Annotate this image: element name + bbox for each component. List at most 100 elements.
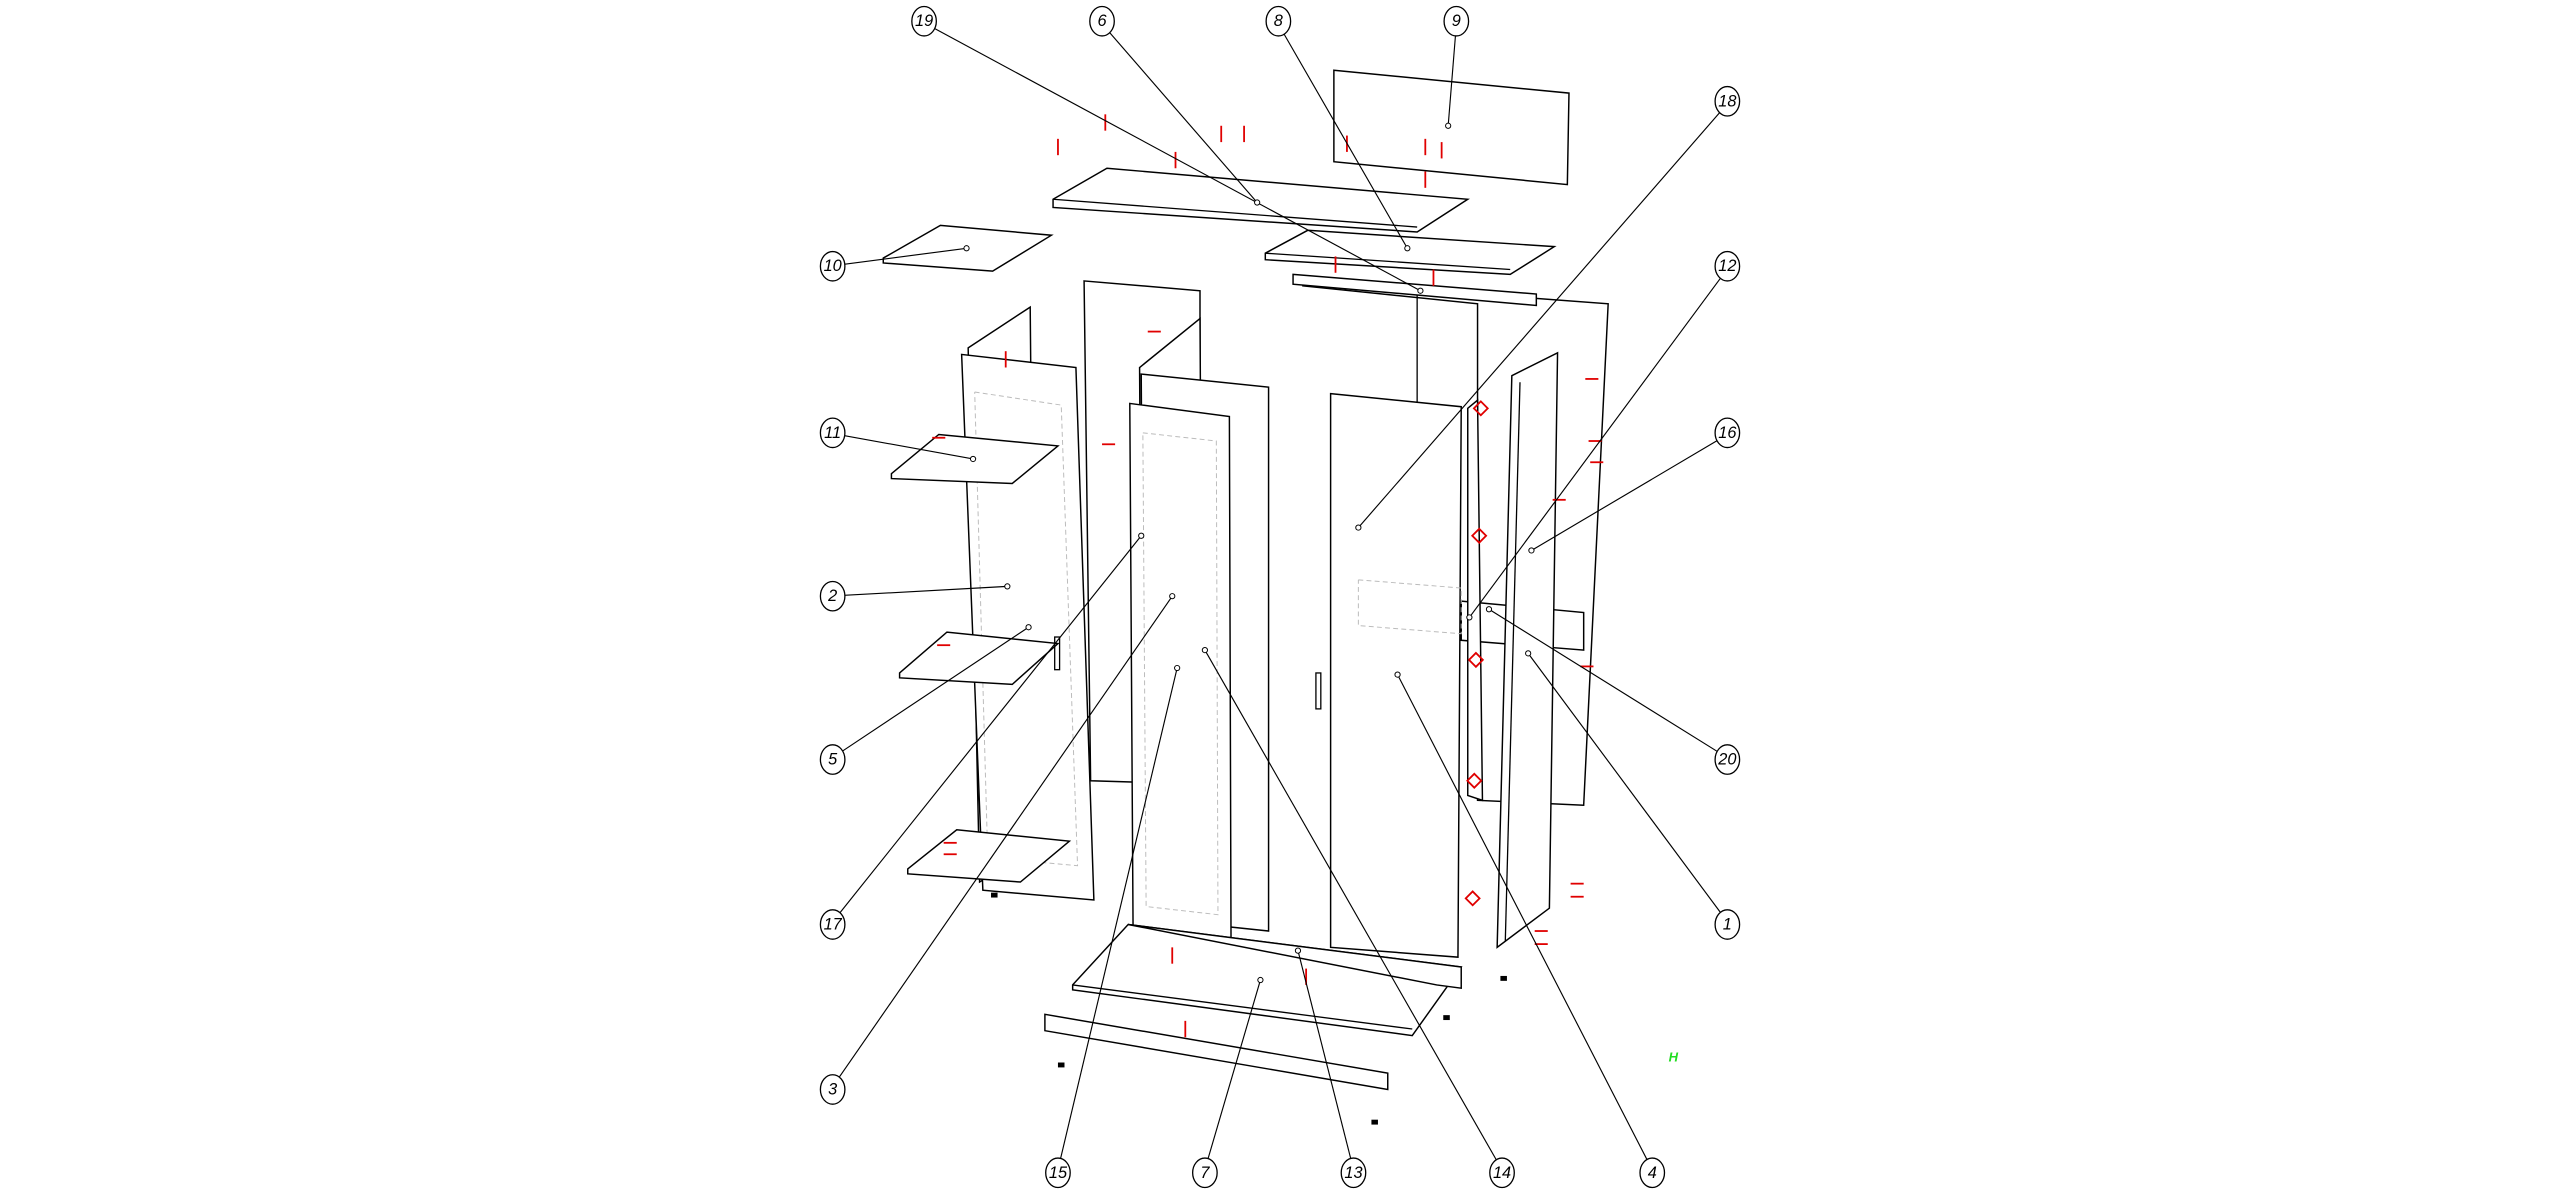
callout-number: 4: [1648, 1164, 1657, 1182]
leader-line: [1531, 439, 1718, 551]
bottom-board: [1071, 923, 1463, 1037]
callout-number: 18: [1718, 92, 1736, 110]
leader-point: [1355, 524, 1362, 531]
callout-number: 17: [824, 915, 843, 933]
callout-number: 9: [1452, 12, 1461, 30]
callout-bubble: [1714, 250, 1741, 282]
right-side-panel: [1496, 351, 1559, 949]
callout-number: 5: [828, 751, 838, 769]
callout-bubble: [819, 744, 846, 775]
callout-17: 17: [819, 532, 1145, 940]
hinge-icon: [1466, 772, 1483, 789]
leader-point: [969, 455, 977, 463]
callout-number: 14: [1493, 1164, 1511, 1182]
callout-20: 20: [1485, 606, 1741, 775]
upper-shelf: [1264, 229, 1557, 276]
leader-point: [1525, 650, 1532, 657]
hinge-icon: [1467, 651, 1485, 669]
callout-10: 10: [819, 245, 970, 282]
callout-number: 1: [1723, 915, 1732, 933]
callout-number: 15: [1049, 1164, 1068, 1182]
leader-line: [1357, 112, 1721, 528]
top-board: [1052, 167, 1470, 233]
callout-19: 19: [911, 5, 1424, 294]
callout-bubble: [819, 1074, 846, 1105]
callout-number: 20: [1717, 751, 1736, 769]
callout-bubble: [1089, 5, 1115, 37]
fasteners: [932, 114, 1604, 1125]
callout-bubble: [1340, 1157, 1367, 1189]
leader-line: [843, 247, 967, 265]
callout-bubble: [819, 250, 846, 282]
callout-2: 2: [819, 580, 1011, 612]
left-door: [1129, 402, 1232, 941]
door-handle: [1054, 636, 1061, 671]
door-rail: [1292, 273, 1538, 307]
callout-11: 11: [819, 417, 977, 463]
leader-point: [1294, 947, 1302, 954]
callout-number: 6: [1097, 12, 1107, 30]
leader-point: [1257, 976, 1264, 984]
callout-bubble: [1489, 1157, 1515, 1189]
leader-line: [1397, 674, 1648, 1160]
callout-bubble: [1192, 1157, 1218, 1189]
callout-bubble: [1443, 5, 1470, 37]
leader-line: [1468, 277, 1722, 618]
callout-14: 14: [1201, 646, 1515, 1189]
callout-9: 9: [1443, 5, 1470, 129]
leader-line: [1488, 608, 1718, 753]
leader-line: [841, 626, 1029, 752]
door-handle: [1315, 672, 1322, 710]
callout-number: 16: [1718, 424, 1737, 442]
panels: [882, 69, 1609, 1091]
callout-bubble: [819, 580, 846, 612]
top-back-panel: [1333, 69, 1570, 186]
callout-6: 6: [1089, 5, 1261, 206]
callout-bubble: [819, 417, 846, 449]
callout-bubble: [1714, 85, 1741, 117]
leader-point: [963, 245, 970, 252]
leader-line: [1283, 33, 1408, 249]
callout-8: 8: [1265, 5, 1411, 252]
right-inner-side: [1467, 398, 1484, 802]
callout-13: 13: [1294, 947, 1367, 1189]
leader-line: [1207, 979, 1261, 1159]
foot-icon: [1371, 1119, 1378, 1125]
leader-point: [1201, 646, 1209, 654]
leader-point: [1169, 593, 1176, 600]
leader-point: [1417, 287, 1424, 294]
leader-line: [1297, 950, 1352, 1159]
leader-line: [838, 595, 1173, 1078]
callout-number: 11: [824, 424, 841, 442]
hinge-icon: [1470, 527, 1488, 544]
callout-7: 7: [1192, 976, 1264, 1189]
callout-1: 1: [1525, 650, 1741, 940]
foot-icon: [1443, 1015, 1450, 1021]
callout-15: 15: [1045, 664, 1181, 1189]
callout-number: 12: [1718, 257, 1736, 275]
leader-line: [1204, 649, 1497, 1161]
callout-12: 12: [1466, 250, 1741, 621]
leader-line: [1109, 32, 1258, 203]
foot-icon: [1500, 975, 1507, 981]
leader-point: [1485, 606, 1493, 613]
callout-bubble: [911, 5, 937, 37]
callout-number: 19: [915, 12, 933, 30]
hinge-icon: [1464, 890, 1481, 907]
bottom-rear-strip: [1128, 923, 1462, 990]
leader-line: [843, 434, 974, 460]
callout-4: 4: [1394, 671, 1666, 1189]
leader-point: [1466, 614, 1473, 621]
hinge-icon: [1472, 400, 1490, 417]
callout-number: 2: [827, 587, 837, 605]
foot-icon: [1057, 1062, 1065, 1068]
leader-point: [1138, 532, 1145, 539]
leader-point: [1174, 664, 1181, 672]
leader-point: [1445, 122, 1452, 129]
leader-line: [1447, 35, 1457, 126]
callout-5: 5: [819, 624, 1032, 775]
callout-number: 3: [828, 1080, 837, 1098]
callout-16: 16: [1528, 417, 1741, 554]
